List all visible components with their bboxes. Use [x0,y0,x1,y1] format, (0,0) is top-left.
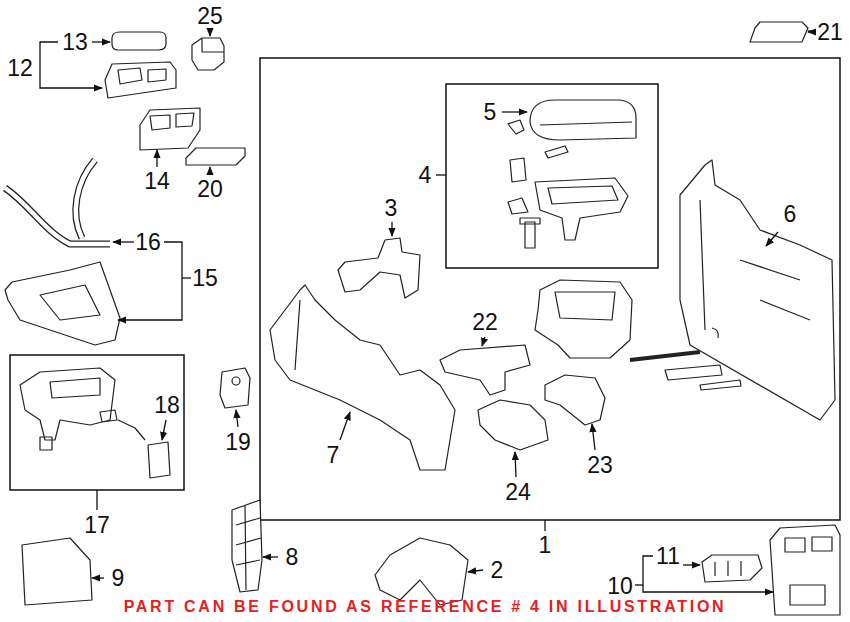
vent-part [702,555,762,582]
pad-part [186,148,245,165]
note-text: PART CAN BE FOUND AS REFERENCE # 4 IN IL… [124,599,727,615]
parts [5,22,840,615]
callout-number: 3 [385,197,398,220]
callout-number: 21 [817,21,843,44]
callout-number: 5 [484,101,497,124]
bracket-part [338,238,420,298]
group-boxes [10,58,840,520]
side-panel [270,285,455,470]
assembly-box [260,58,840,520]
armrest-box [446,84,658,268]
lid-part [112,32,166,50]
switch-part [220,368,250,408]
callout-number: 15 [192,267,218,290]
callout-number: 4 [419,164,432,187]
callout-number: 1 [539,534,552,557]
callout-number: 23 [587,454,613,477]
callout-number: 12 [7,57,33,80]
mat-part [750,22,808,42]
callout-number: 14 [144,170,170,193]
callout-number: 6 [784,203,797,226]
sub-box [10,355,184,490]
callout-number: 22 [472,311,498,334]
rear-panel [770,525,840,615]
trim-part [5,160,110,244]
bracket-part [545,375,605,425]
side-panel [680,160,835,420]
callout-number: 9 [112,567,125,590]
holder-part [20,368,117,450]
knob-part [192,38,224,70]
armrest-base [535,178,628,240]
grille-part [232,500,262,592]
callout-number: 24 [505,481,531,504]
holder-part [140,108,200,150]
callout-number: 18 [154,394,180,417]
console-box [535,280,632,358]
callout-number: 16 [135,231,161,254]
callout-number: 19 [225,431,251,454]
leader-lines [40,30,814,592]
rods [665,365,741,390]
callout-number: 2 [491,559,504,582]
callout-number: 20 [197,178,223,201]
bracket-part [478,400,548,450]
tray-part [105,62,176,98]
callout-number: 17 [84,514,110,537]
callout-number: 13 [62,31,88,54]
callout-number: 10 [607,575,633,598]
cover-part [22,538,92,605]
bracket-part [375,538,468,605]
callout-number: 11 [656,545,680,568]
brace-part [440,345,530,395]
socket-part [148,442,170,478]
callout-number: 25 [197,5,223,28]
armrest-lid [530,100,636,140]
callout-number: 8 [286,546,299,569]
callout-number: 7 [327,444,340,467]
panel-part [5,262,120,345]
